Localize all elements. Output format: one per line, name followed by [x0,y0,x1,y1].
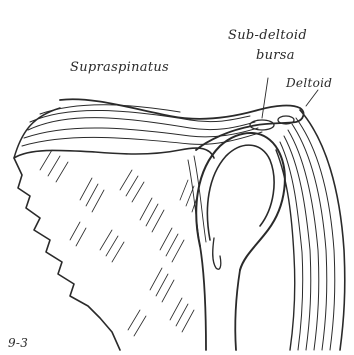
subdeltoid-bursa-label-line2: bursa [256,48,295,63]
deltoid-muscle [276,90,345,350]
subdeltoid-bursa-label-line1: Sub-deltoid [228,28,307,43]
supraspinatus-label: Supraspinatus [70,60,169,75]
corner-mark-label: 9-3 [8,336,28,350]
acromion-arch [60,99,303,150]
humeral-head [196,133,285,270]
scapula-hatching [40,150,198,336]
humerus-shaft [200,238,240,350]
deltoid-label: Deltoid [286,76,332,90]
scapula-outline [14,148,214,350]
